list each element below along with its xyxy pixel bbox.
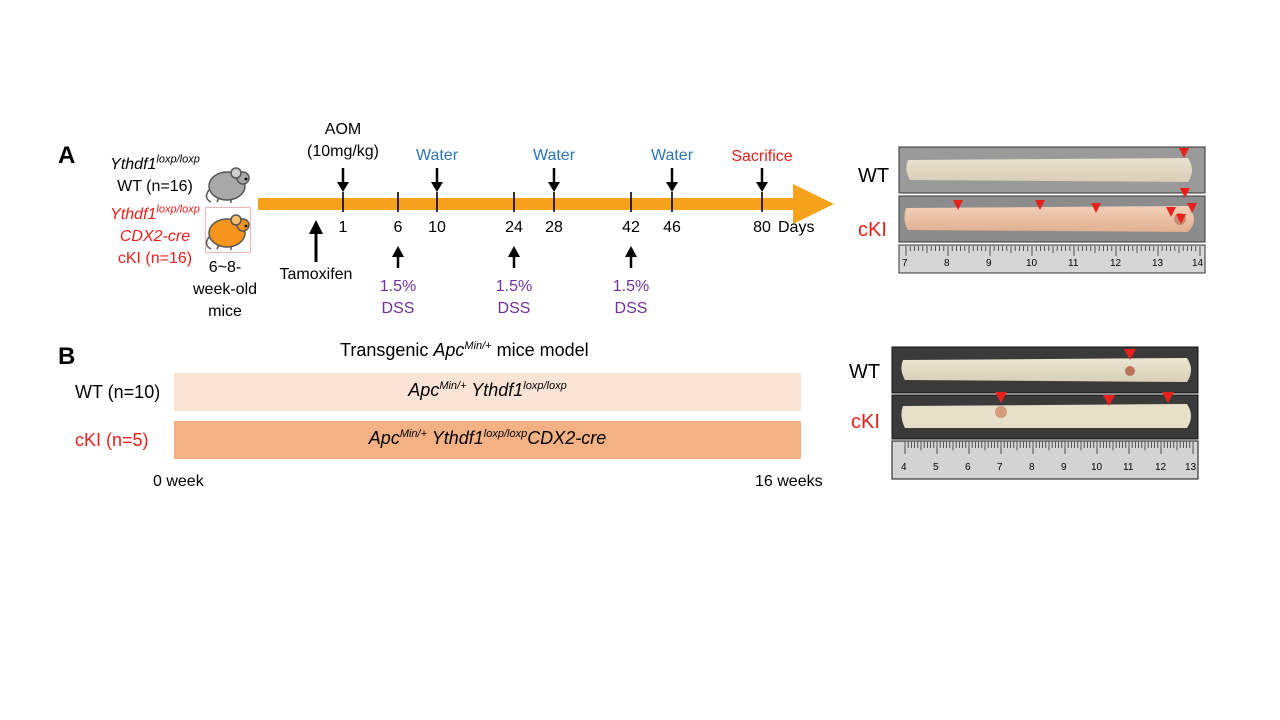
wt-mouse-icon	[205, 167, 250, 203]
ruler-b-tick-4: 4	[901, 462, 907, 473]
panel-a-colon-photo	[898, 146, 1206, 274]
timeline-bar	[258, 198, 798, 210]
dss-label-2: DSS	[497, 300, 531, 317]
panel-b-colon-photo	[891, 346, 1199, 480]
ruler-b-tick-9: 9	[1061, 462, 1067, 473]
panel-a-letter: A	[58, 142, 76, 169]
aom-dose-label: (10mg/kg)	[306, 143, 380, 160]
dss-label-3: DSS	[614, 300, 648, 317]
panel-b-wt-label: WT (n=10)	[75, 382, 161, 402]
tick-label-24: 24	[505, 219, 523, 236]
end-week-label: 16 weeks	[755, 473, 823, 490]
down-arrows	[337, 168, 768, 192]
panel-b-colon-photo-wt-label: WT	[849, 361, 881, 383]
ruler-b-tick-10: 10	[1091, 462, 1103, 473]
panel-b-colon-photo-cki-label: cKI	[851, 411, 880, 433]
tick-label-6: 6	[393, 219, 403, 236]
panel-a-colon-photo-cki-label: cKI	[858, 219, 887, 241]
sacrifice-label: Sacrifice	[731, 148, 793, 165]
ruler-b-tick-7: 7	[997, 462, 1003, 473]
ruler-a-tick-9: 9	[986, 258, 992, 269]
dss-percent-3: 1.5%	[612, 278, 650, 295]
water-label-2: Water	[532, 147, 576, 164]
aom-label: AOM	[324, 121, 362, 138]
wt-bar-genotype: ApcMin/+ Ythdf1loxp/loxp	[408, 380, 567, 400]
panel-a-ruler-labels: 7 8 9 10 11 12 13 14	[898, 258, 1206, 274]
cki-bar	[174, 421, 801, 459]
ruler-a-tick-10: 10	[1026, 258, 1038, 269]
cki-mouse-box	[205, 207, 251, 253]
cki-cre-label: CDX2-cre	[119, 228, 191, 245]
start-week-label: 0 week	[153, 473, 204, 490]
ruler-a-tick-7: 7	[902, 258, 908, 269]
ruler-b-tick-13: 13	[1185, 462, 1197, 473]
tick-label-46: 46	[663, 219, 681, 236]
tamoxifen-arrow	[309, 220, 323, 262]
panel-a-colon-photo-wt-label: WT	[858, 165, 890, 187]
wt-genotype-label: Ythdf1loxp/loxp	[110, 153, 200, 173]
days-label: Days	[778, 219, 815, 236]
ruler-b-tick-8: 8	[1029, 462, 1035, 473]
age-label-line-3: mice	[208, 303, 242, 320]
panel-b-cki-label: cKI (n=5)	[75, 430, 149, 450]
cki-group-count: cKI (n=16)	[117, 250, 193, 267]
water-label-3: Water	[650, 147, 694, 164]
wt-bar	[174, 373, 801, 411]
ruler-a-tick-14: 14	[1192, 258, 1204, 269]
tamoxifen-label: Tamoxifen	[279, 266, 353, 283]
timeline-arrowhead	[793, 184, 834, 224]
cki-genotype-label: Ythdf1loxp/loxp	[110, 203, 200, 223]
panel-b-ruler-labels: 4 5 6 7 8 9 10 11 12 13	[891, 462, 1199, 478]
ruler-a-tick-12: 12	[1110, 258, 1122, 269]
ruler-b-tick-6: 6	[965, 462, 971, 473]
tick-label-28: 28	[545, 219, 563, 236]
dss-arrows	[392, 246, 637, 268]
age-label-line-1: 6~8-	[208, 259, 242, 276]
dss-label-1: DSS	[381, 300, 415, 317]
dss-percent-2: 1.5%	[495, 278, 533, 295]
timeline-ticks	[342, 192, 763, 212]
panel-b-letter: B	[58, 343, 76, 370]
panel-b-title: Transgenic ApcMin/+ mice model	[340, 340, 589, 360]
ruler-tick-marks	[905, 246, 1201, 256]
ruler-b-tick-12: 12	[1155, 462, 1167, 473]
ruler-a-tick-11: 11	[1068, 258, 1079, 269]
cki-bar-genotype: ApcMin/+ Ythdf1loxp/loxpCDX2-cre	[368, 428, 607, 448]
tick-label-1: 1	[338, 219, 348, 236]
ruler-tick-marks	[904, 442, 1194, 454]
wt-group-count: WT (n=16)	[117, 178, 193, 195]
dss-percent-1: 1.5%	[379, 278, 417, 295]
cki-mouse-icon	[205, 214, 250, 250]
ruler-b-tick-11: 11	[1123, 462, 1134, 473]
water-label-1: Water	[415, 147, 459, 164]
tick-label-10: 10	[428, 219, 446, 236]
tick-label-80: 80	[753, 219, 771, 236]
tick-label-42: 42	[622, 219, 640, 236]
ruler-a-tick-8: 8	[944, 258, 950, 269]
ruler-b-tick-5: 5	[933, 462, 939, 473]
age-label-line-2: week-old	[192, 281, 258, 298]
ruler-a-tick-13: 13	[1152, 258, 1164, 269]
